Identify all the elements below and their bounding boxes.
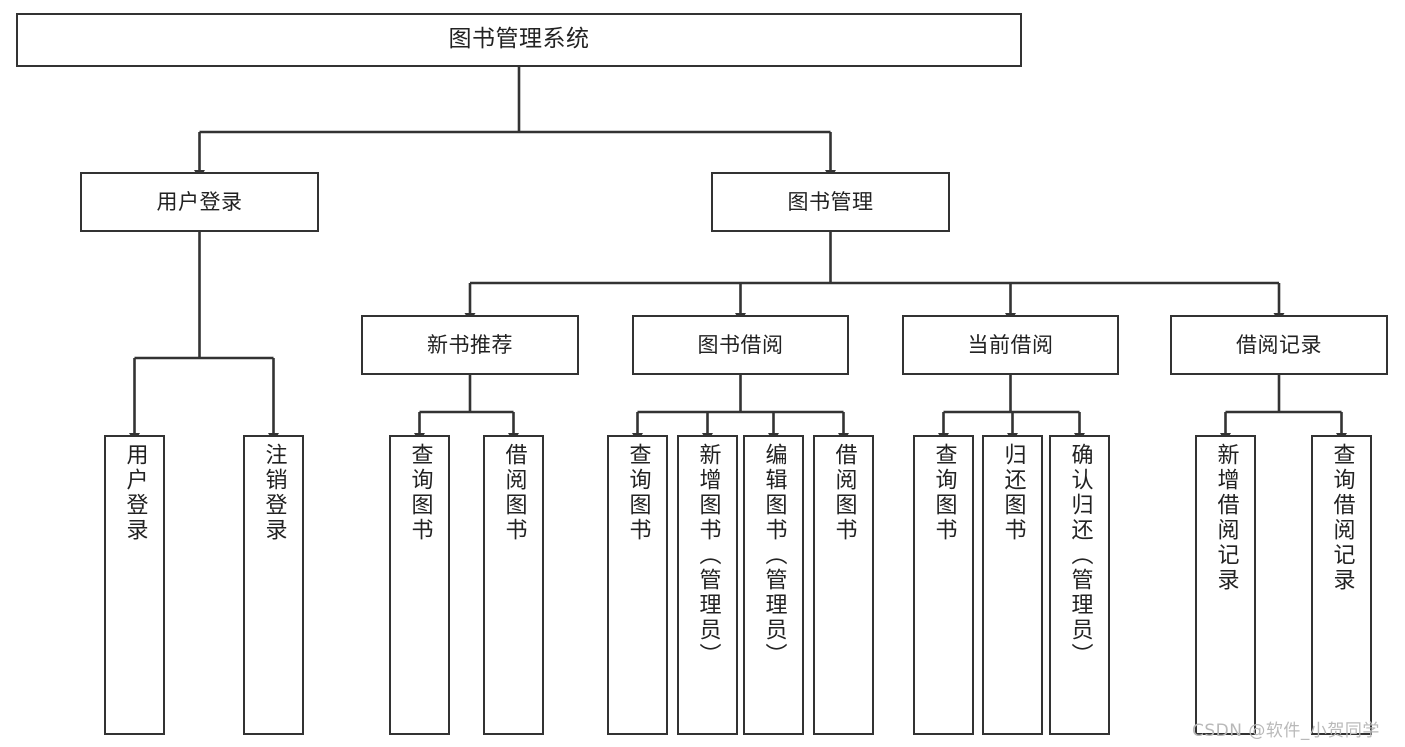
node-label: 新书推荐 xyxy=(427,332,513,357)
node-leaf-br-query[interactable]: 查询借阅记录 xyxy=(1311,435,1372,735)
watermark-text: CSDN @软件_小贺同学 xyxy=(1192,721,1380,741)
node-leaf-bb-query[interactable]: 查询图书 xyxy=(607,435,668,735)
node-user-login[interactable]: 用户登录 xyxy=(80,172,319,232)
node-leaf-bb-borrow[interactable]: 借阅图书 xyxy=(813,435,874,735)
node-leaf-bb-add[interactable]: 新增图书（管理员） xyxy=(677,435,738,735)
node-label: 归还图书 xyxy=(1000,443,1026,543)
node-label: 确认归还（管理员） xyxy=(1067,443,1093,668)
node-leaf-cb-query[interactable]: 查询图书 xyxy=(913,435,974,735)
node-label: 查询借阅记录 xyxy=(1329,443,1355,593)
node-label: 借阅记录 xyxy=(1236,332,1322,357)
node-leaf-cb-return[interactable]: 归还图书 xyxy=(982,435,1043,735)
node-label: 用户登录 xyxy=(122,443,148,543)
node-label: 当前借阅 xyxy=(967,332,1054,357)
node-leaf-rec-borrow[interactable]: 借阅图书 xyxy=(483,435,544,735)
node-book-borrow[interactable]: 图书借阅 xyxy=(632,315,849,375)
node-label: 新增借阅记录 xyxy=(1213,443,1239,593)
node-leaf-bb-edit[interactable]: 编辑图书（管理员） xyxy=(743,435,804,735)
node-leaf-cb-confirm[interactable]: 确认归还（管理员） xyxy=(1049,435,1110,735)
node-new-book-rec[interactable]: 新书推荐 xyxy=(361,315,579,375)
node-current-borrow[interactable]: 当前借阅 xyxy=(902,315,1119,375)
node-label: 编辑图书（管理员） xyxy=(761,443,787,668)
node-book-manage[interactable]: 图书管理 xyxy=(711,172,950,232)
node-root[interactable]: 图书管理系统 xyxy=(16,13,1022,67)
node-label: 借阅图书 xyxy=(831,443,857,543)
node-label: 借阅图书 xyxy=(501,443,527,543)
node-leaf-user-login[interactable]: 用户登录 xyxy=(104,435,165,735)
node-label: 图书借阅 xyxy=(697,332,784,357)
node-label: 注销登录 xyxy=(261,443,287,543)
node-leaf-rec-query[interactable]: 查询图书 xyxy=(389,435,450,735)
node-label: 图书管理系统 xyxy=(448,26,590,53)
node-label: 查询图书 xyxy=(625,443,651,543)
node-label: 用户登录 xyxy=(156,189,243,214)
node-leaf-user-logout[interactable]: 注销登录 xyxy=(243,435,304,735)
node-leaf-br-add[interactable]: 新增借阅记录 xyxy=(1195,435,1256,735)
node-label: 查询图书 xyxy=(407,443,433,543)
node-label: 查询图书 xyxy=(931,443,957,543)
node-label: 新增图书（管理员） xyxy=(695,443,721,668)
node-label: 图书管理 xyxy=(787,189,874,214)
node-borrow-record[interactable]: 借阅记录 xyxy=(1170,315,1388,375)
